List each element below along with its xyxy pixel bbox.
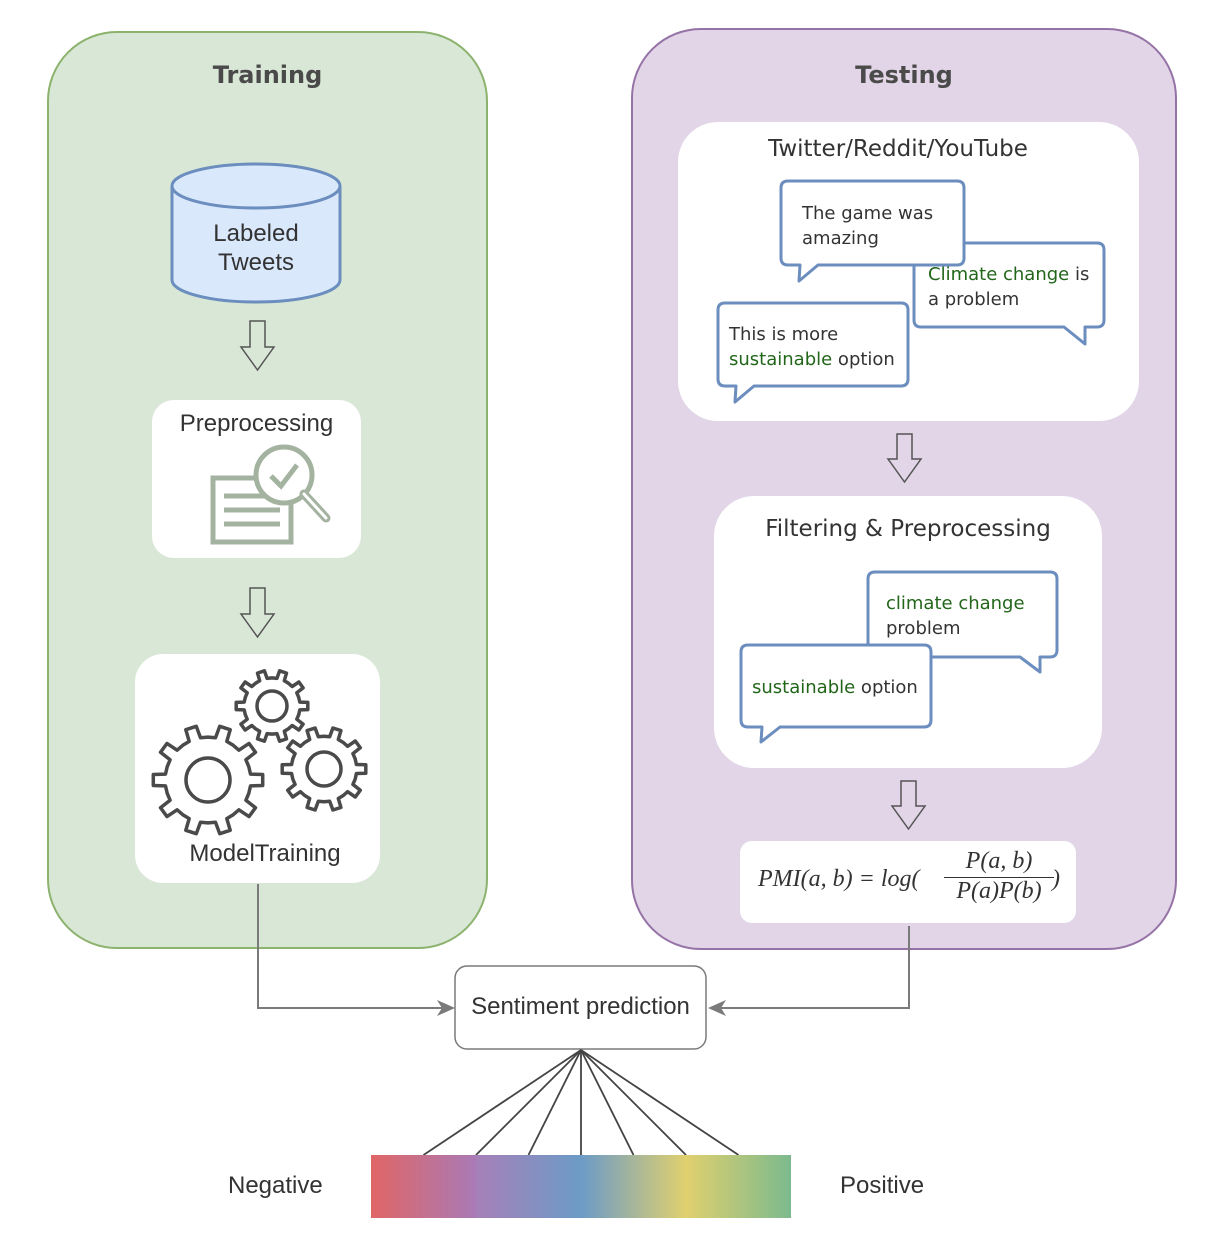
gear-icon <box>280 726 368 812</box>
post-text: option <box>832 349 895 370</box>
post-line: problem <box>886 618 961 639</box>
scale-segment <box>581 1155 686 1218</box>
formula-denominator: P(a)P(b) <box>956 878 1042 904</box>
highlighted-term: sustainable <box>752 677 856 698</box>
gear-icon <box>234 669 310 743</box>
arrowhead-icon <box>708 1000 726 1016</box>
pmi-formula-card <box>740 841 1076 923</box>
post-text-game: The game was amazing <box>802 201 933 251</box>
fan-line <box>527 1049 582 1156</box>
database-label-line1: Labeled <box>213 220 299 247</box>
formula-fraction: P(a, b) P(a)P(b) <box>944 848 1054 905</box>
database-label-line2: Tweets <box>217 249 295 276</box>
sentiment-prediction-label: Sentiment prediction <box>471 993 690 1020</box>
database-icon <box>170 162 342 304</box>
formula-lhs: PMI(a, b) = log( <box>758 866 920 892</box>
post-text-sustainable: This is more sustainable option <box>729 322 895 372</box>
formula-numerator: P(a, b) <box>944 848 1054 878</box>
post-line: This is more <box>729 324 839 345</box>
database-label: Labeled Tweets <box>172 219 340 277</box>
gear-icon <box>151 724 265 836</box>
speech-bubble <box>716 301 910 404</box>
pmi-formula: PMI(a, b) = log( <box>758 866 919 893</box>
fan-line <box>580 1049 687 1156</box>
post-line: Climate change is <box>928 262 1089 287</box>
post-text-climate: Climate change is a problem <box>928 262 1089 312</box>
sentiment-prediction-box <box>454 965 707 1050</box>
gear-hole <box>305 750 343 788</box>
testing-title: Testing <box>855 61 953 89</box>
gear-hole <box>255 689 289 723</box>
gear-hole <box>184 756 232 804</box>
source-label: Twitter/Reddit/YouTube <box>768 136 1028 162</box>
formula-close-paren: ) <box>1052 866 1060 892</box>
gears-icon <box>151 669 368 836</box>
post-text: option <box>855 677 918 698</box>
model-training-card <box>135 654 380 883</box>
fan-line <box>423 1049 582 1156</box>
scale-segment <box>686 1155 791 1218</box>
connector-lines <box>257 884 910 1009</box>
filtered-post-climate: climate change problem <box>886 591 1025 641</box>
fan-line <box>580 1049 635 1156</box>
model-training-label: ModelTraining <box>189 840 341 867</box>
down-arrow-icon <box>886 433 923 484</box>
scale-segment <box>371 1155 476 1218</box>
post-text: is <box>1069 264 1090 285</box>
scale-segment <box>476 1155 581 1218</box>
fan-line <box>580 1049 739 1156</box>
sentiment-scale <box>371 1155 791 1218</box>
positive-label: Positive <box>840 1172 925 1199</box>
post-line: a problem <box>928 289 1020 310</box>
fan-lines <box>423 1049 739 1156</box>
down-arrow-icon <box>239 320 276 372</box>
filtered-post-sustainable: sustainable option <box>752 675 918 700</box>
preprocessing-label: Preprocessing <box>179 410 334 437</box>
post-line: The game was <box>802 203 934 224</box>
post-line: sustainable option <box>729 347 895 372</box>
highlighted-term: sustainable <box>729 349 833 370</box>
training-title: Training <box>212 61 323 89</box>
highlighted-term: Climate change <box>928 264 1070 285</box>
down-arrow-icon <box>890 780 927 831</box>
document-check-icon <box>210 444 331 545</box>
post-line: amazing <box>802 228 879 249</box>
fan-line <box>475 1049 582 1156</box>
speech-bubble <box>739 643 933 744</box>
highlighted-term: climate change <box>886 593 1025 614</box>
filtering-label: Filtering & Preprocessing <box>765 516 1051 542</box>
arrowhead-icon <box>437 1000 455 1016</box>
speech-bubble <box>779 179 966 283</box>
down-arrow-icon <box>239 587 276 639</box>
negative-label: Negative <box>228 1172 323 1199</box>
